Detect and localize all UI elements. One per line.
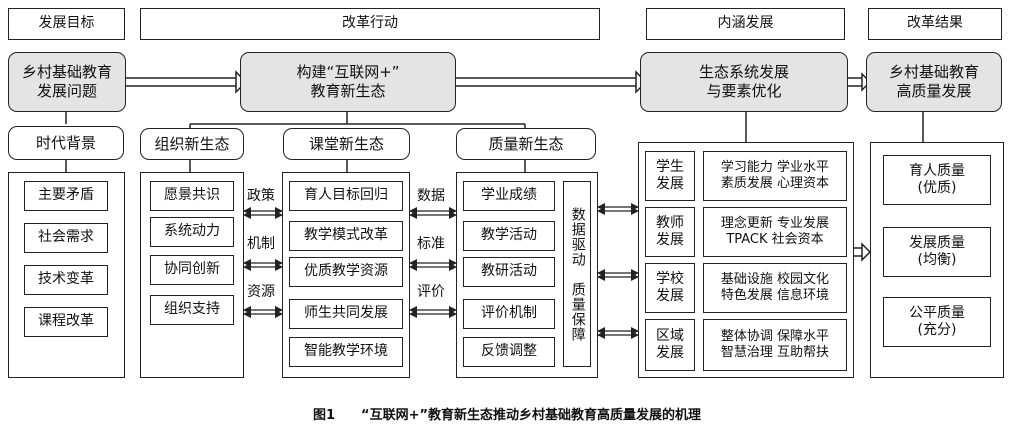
qual-panel: 学业成绩 教学活动 教研活动 评价机制 反馈调整 数据驱动 质量保障 [456,172,598,378]
class-item: 智能教学环境 [289,337,403,367]
qual-item: 教研活动 [463,257,555,287]
class-panel: 育人目标回归 教学模式改革 优质教学资源 师生共同发展 智能教学环境 [282,172,410,378]
era-item: 主要矛盾 [24,181,108,211]
org-item: 组织支持 [150,295,234,325]
qual-item: 学业成绩 [463,181,555,211]
link-label-policy: 政策 [247,188,275,204]
result-item: 育人质量 (优质) [883,155,991,205]
link-label-mechanism: 机制 [247,236,275,252]
qual-title: 质量新生态 [456,128,596,160]
results-panel: 育人质量 (优质) 发展质量 (均衡) 公平质量 (充分) [870,142,1004,378]
org-item: 愿景共识 [150,181,234,211]
data-driven-quality-assurance: 数据驱动 质量保障 [563,181,591,367]
header-connotation: 内涵发展 [646,8,845,40]
link-label-resources: 资源 [247,284,275,300]
connotation-label-school: 学校 发展 [645,263,695,313]
result-item: 公平质量 (充分) [883,297,991,347]
problem-box: 乡村基础教育 发展问题 [8,52,126,112]
link-label-data: 数据 [417,188,445,204]
build-ecosystem-box: 构建“互联网+” 教育新生态 [240,52,456,112]
link-label-evaluation: 评价 [417,284,445,300]
class-title: 课堂新生态 [283,128,410,160]
era-panel: 主要矛盾 社会需求 技术变革 课程改革 [8,172,125,378]
class-item: 优质教学资源 [289,257,403,287]
class-item: 教学模式改革 [289,221,403,251]
org-panel: 愿景共识 系统动力 协同创新 组织支持 [140,172,244,378]
qual-item: 反馈调整 [463,337,555,367]
org-item: 系统动力 [150,217,234,247]
connotation-label-teacher: 教师 发展 [645,207,695,257]
connotation-label-region: 区域 发展 [645,319,695,371]
connotation-detail-student: 学习能力 学业水平 素质发展 心理资本 [703,151,847,201]
era-title: 时代背景 [8,126,124,160]
qual-item: 教学活动 [463,221,555,251]
figure-caption: 图1 “互联网+”教育新生态推动乡村基础教育高质量发展的机理 [312,408,702,423]
ecosystem-optimization-box: 生态系统发展 与要素优化 [640,52,848,112]
org-title: 组织新生态 [140,128,244,160]
header-action: 改革行动 [140,8,600,40]
connotation-detail-teacher: 理念更新 专业发展 TPACK 社会资本 [703,207,847,257]
class-item: 师生共同发展 [289,299,403,329]
connotation-detail-region: 整体协调 保障水平 智慧治理 互助帮扶 [703,319,847,371]
link-label-standard: 标准 [417,236,445,252]
high-quality-box: 乡村基础教育 高质量发展 [866,52,1002,112]
era-item: 课程改革 [24,307,108,337]
era-item: 技术变革 [24,265,108,295]
org-item: 协同创新 [150,255,234,285]
header-goal: 发展目标 [8,8,125,40]
era-item: 社会需求 [24,223,108,253]
connotation-panel: 学生 发展 学习能力 学业水平 素质发展 心理资本 教师 发展 理念更新 专业发… [638,142,854,378]
header-result: 改革结果 [868,8,1002,40]
connotation-detail-school: 基础设施 校园文化 特色发展 信息环境 [703,263,847,313]
result-item: 发展质量 (均衡) [883,227,991,277]
qual-item: 评价机制 [463,299,555,329]
connotation-label-student: 学生 发展 [645,151,695,201]
class-item: 育人目标回归 [289,181,403,211]
